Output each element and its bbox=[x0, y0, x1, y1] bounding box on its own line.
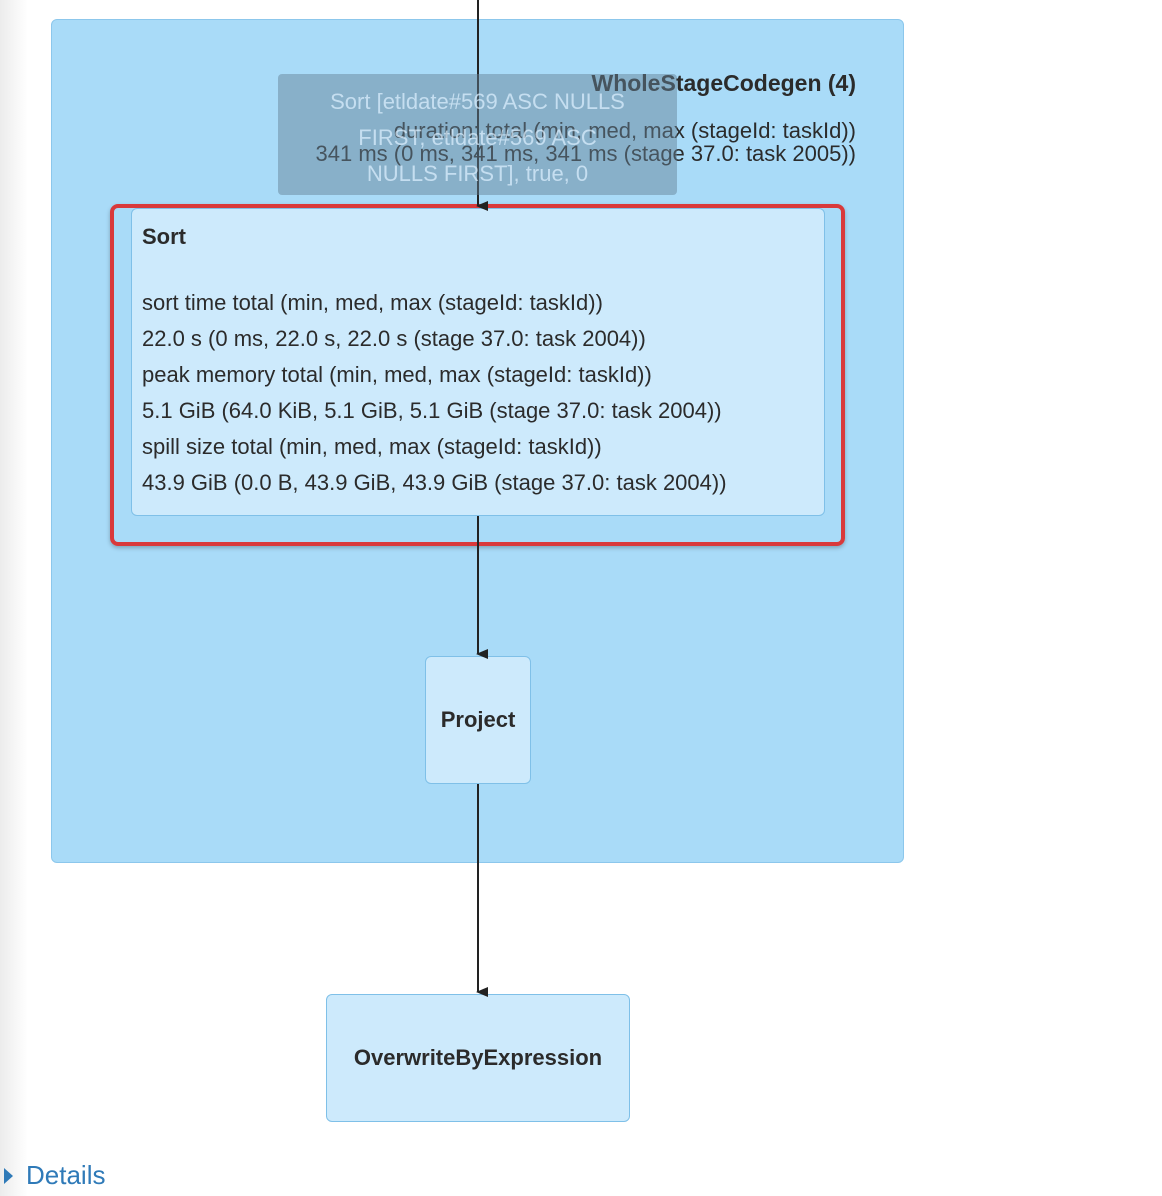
overwrite-by-expression-node[interactable]: OverwriteByExpression bbox=[326, 994, 630, 1122]
page-left-shade bbox=[0, 0, 28, 1196]
tooltip-line: NULLS FIRST], true, 0 bbox=[366, 161, 589, 186]
sort-node[interactable]: Sort sort time total (min, med, max (sta… bbox=[131, 208, 825, 516]
cluster-duration-metric: duration: total (min, med, max (stageId:… bbox=[316, 119, 856, 165]
sort-details-tooltip: Sort [etldate#569 ASC NULLS FIRST, etlda… bbox=[278, 74, 677, 195]
sort-metric-line: 43.9 GiB (0.0 B, 43.9 GiB, 43.9 GiB (sta… bbox=[142, 470, 727, 495]
details-label: Details bbox=[26, 1160, 106, 1190]
sort-metric-line: peak memory total (min, med, max (stageI… bbox=[142, 362, 652, 387]
sort-node-title: Sort bbox=[142, 224, 186, 249]
sort-metric-line: sort time total (min, med, max (stageId:… bbox=[142, 290, 603, 315]
details-toggle[interactable]: Details bbox=[4, 1160, 105, 1191]
overwrite-node-title: OverwriteByExpression bbox=[353, 1045, 603, 1070]
cluster-metric-header: duration: total (min, med, max (stageId:… bbox=[393, 118, 856, 143]
cluster-metric-value: 341 ms (0 ms, 341 ms, 341 ms (stage 37.0… bbox=[315, 141, 856, 166]
project-node-title: Project bbox=[440, 707, 516, 732]
project-node[interactable]: Project bbox=[425, 656, 531, 784]
tooltip-line: Sort [etldate#569 ASC NULLS bbox=[330, 89, 625, 114]
caret-right-icon bbox=[4, 1167, 13, 1184]
tooltip-line: FIRST, etldate#569 ASC bbox=[358, 125, 597, 150]
sort-metric-line: 22.0 s (0 ms, 22.0 s, 22.0 s (stage 37.0… bbox=[142, 326, 646, 351]
cluster-title: WholeStageCodegen (4) bbox=[591, 70, 856, 96]
sort-metric-line: spill size total (min, med, max (stageId… bbox=[142, 434, 602, 459]
sort-metric-line: 5.1 GiB (64.0 KiB, 5.1 GiB, 5.1 GiB (sta… bbox=[142, 398, 722, 423]
